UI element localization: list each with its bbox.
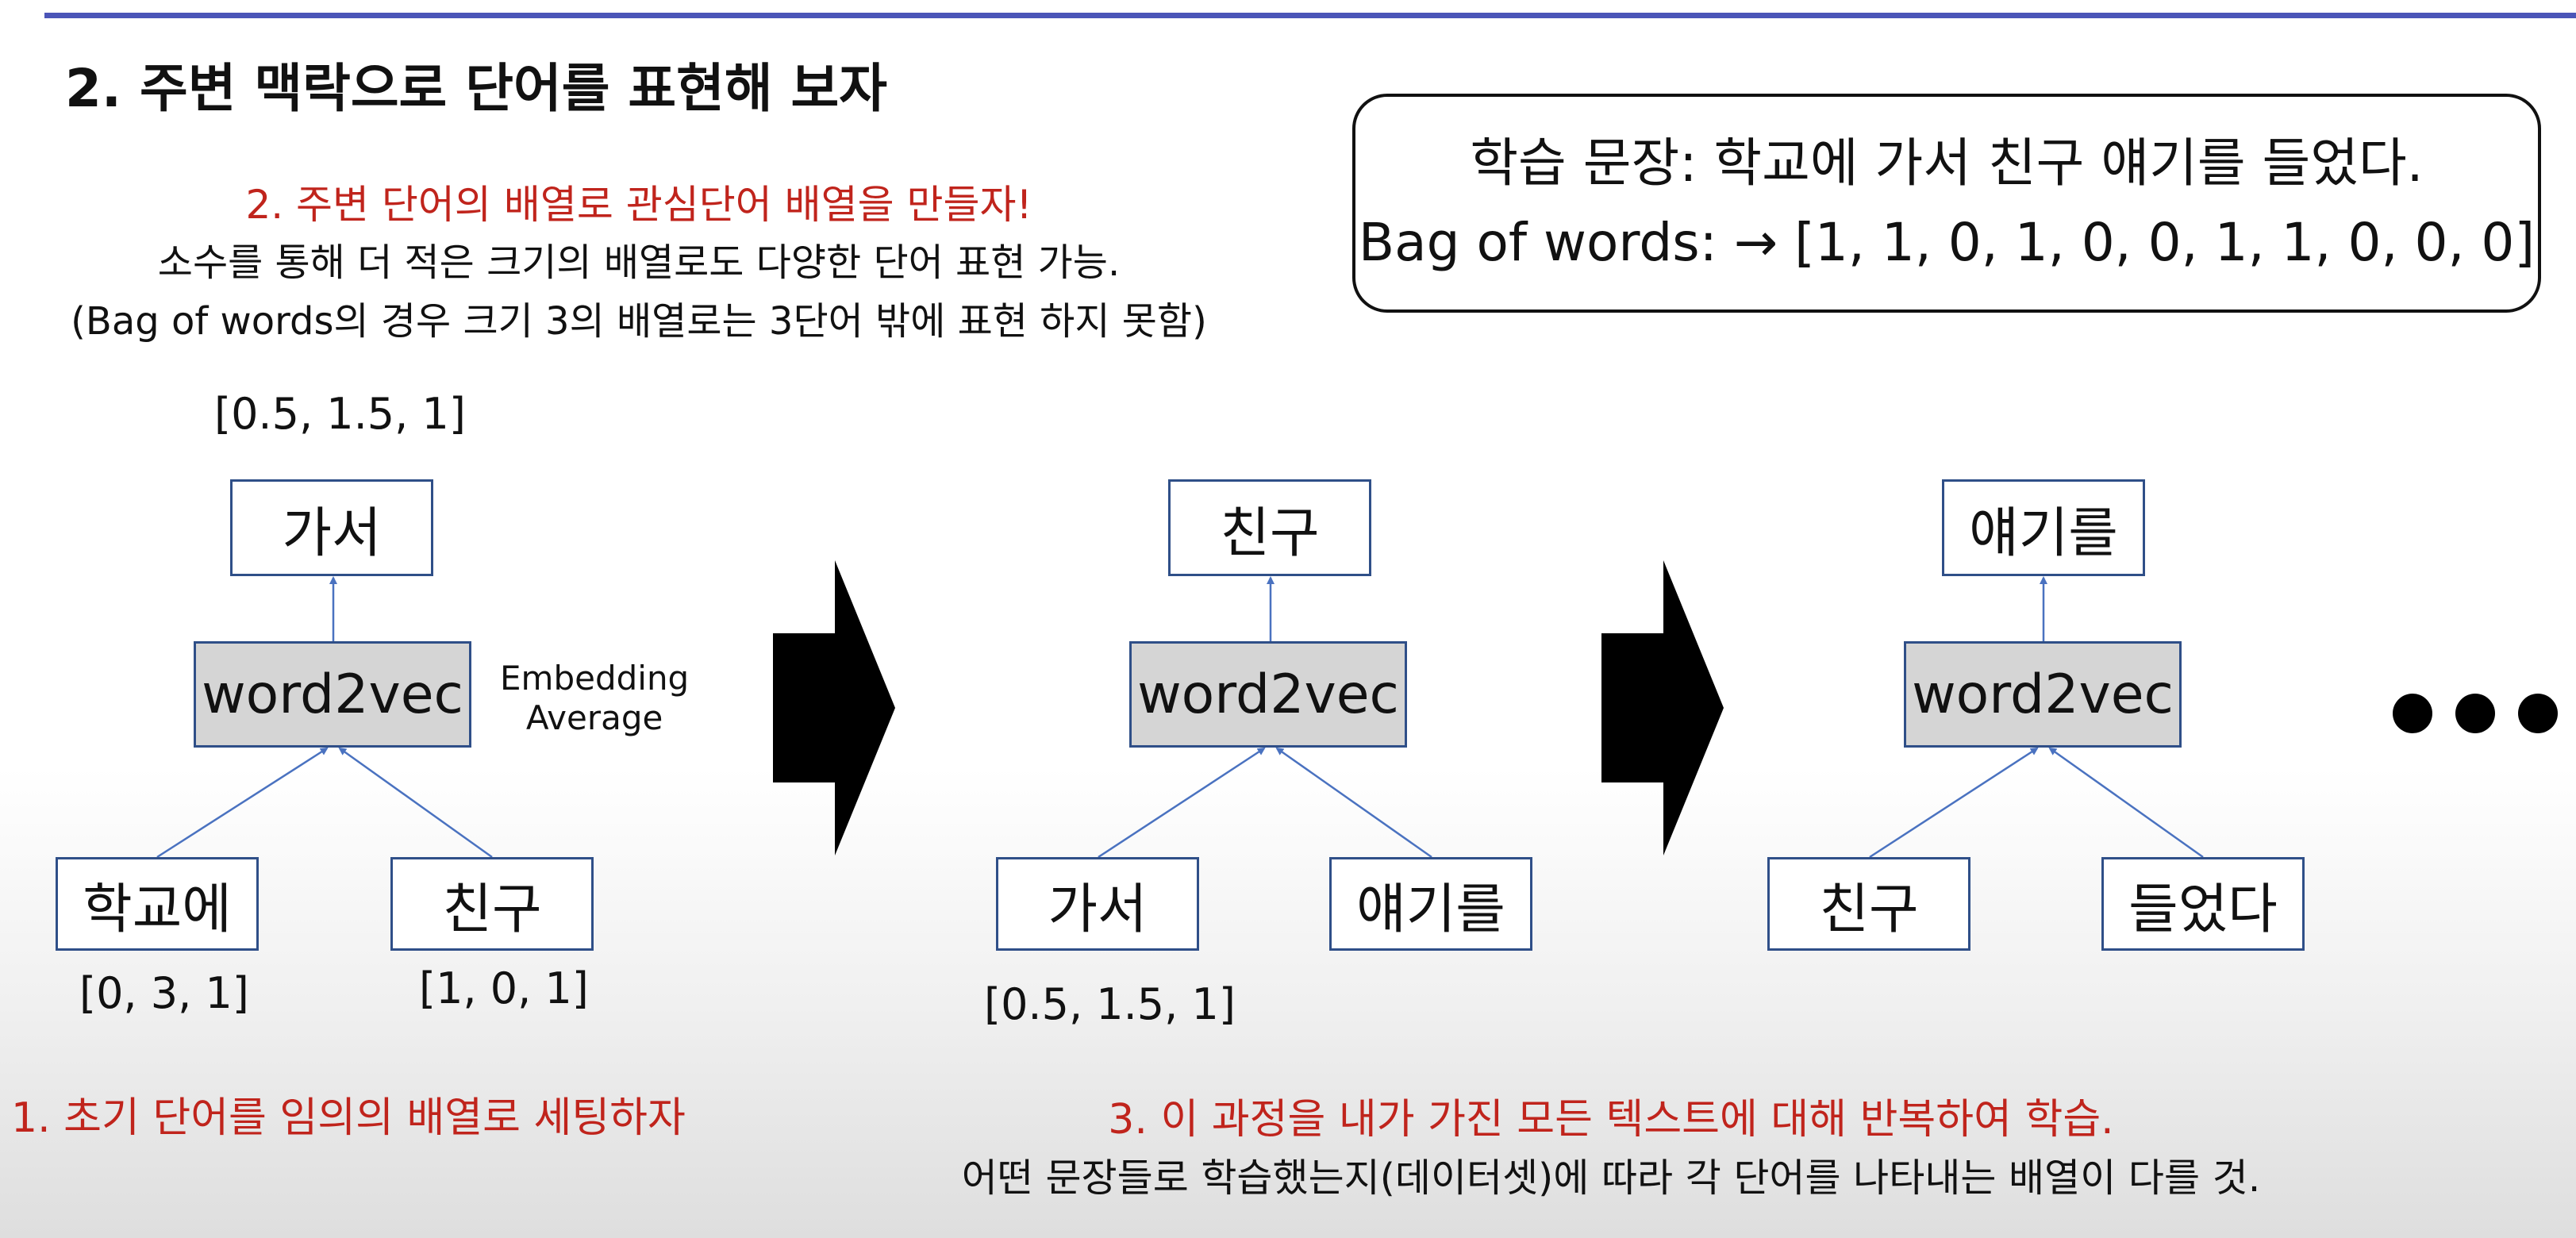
output-word-1: 가서	[230, 479, 433, 576]
note-step-3-line1: 어떤 문장들로 학습했는지(데이터셋)에 따라 각 단어를 나타내는 배열이 다…	[961, 1155, 2261, 1201]
embedding-label: Embedding	[500, 659, 690, 698]
top-accent-line	[44, 13, 2576, 18]
note-step-2-line1: 소수를 통해 더 적은 크기의 배열로도 다양한 단어 표현 가능.	[157, 240, 1121, 285]
input-word-right-2: 얘기를	[1329, 857, 1532, 951]
input-vector-left-2: [0.5, 1.5, 1]	[984, 979, 1236, 1029]
input-word-right-3: 들었다	[2101, 857, 2305, 951]
arrow-left-input-to-model-3	[1869, 747, 2039, 859]
note-step-2: 2. 주변 단어의 배열로 관심단어 배열을 만들자! 소수를 통해 더 적은 …	[0, 176, 1278, 351]
note-step-1: 1. 초기 단어를 임의의 배열로 세팅하자	[11, 1094, 686, 1142]
input-vector-right-1: [1, 0, 1]	[419, 963, 589, 1013]
average-label: Average	[525, 698, 663, 737]
arrow-right-input-to-model-3	[2048, 747, 2204, 859]
training-sentence-box: 학습 문장: 학교에 가서 친구 얘기를 들었다. Bag of words: …	[1352, 94, 2541, 313]
word2vec-box-1: word2vec	[194, 641, 471, 748]
input-word-right-1: 친구	[390, 857, 594, 951]
ellipsis-dot-2	[2455, 694, 2495, 733]
bag-of-words-vector: Bag of words: → [1, 1, 0, 1, 0, 0, 1, 1,…	[1358, 212, 2536, 273]
embedding-average-label: Embedding Average	[500, 659, 689, 738]
note-step-2-line2: (Bag of words의 경우 크기 3의 배열로는 3단어 밖에 표현 하…	[71, 299, 1207, 344]
slide-title: 2. 주변 맥락으로 단어를 표현해 보자	[65, 58, 887, 119]
note-step-3-heading: 3. 이 과정을 내가 가진 모든 텍스트에 대해 반복하여 학습.	[1108, 1096, 2114, 1144]
arrow-left-input-to-model-2	[1098, 747, 1266, 859]
output-word-2: 친구	[1168, 479, 1371, 576]
word2vec-box-2: word2vec	[1129, 641, 1407, 748]
word2vec-box-3: word2vec	[1904, 641, 2182, 748]
note-step-2-heading: 2. 주변 단어의 배열로 관심단어 배열을 만들자!	[245, 182, 1032, 228]
output-vector-1: [0.5, 1.5, 1]	[214, 389, 466, 439]
arrow-right-input-to-model-2	[1275, 747, 1432, 859]
step-arrow-2	[1601, 560, 1724, 855]
training-sentence: 학습 문장: 학교에 가서 친구 얘기를 들었다.	[1470, 133, 2424, 194]
arrow-left-input-to-model-1	[156, 747, 329, 859]
input-word-left-1: 학교에	[56, 857, 259, 951]
ellipsis-dot-3	[2518, 694, 2558, 733]
step-arrow-1	[773, 560, 895, 855]
output-word-3: 얘기를	[1942, 479, 2145, 576]
arrow-right-input-to-model-1	[338, 747, 493, 859]
note-step-3: 3. 이 과정을 내가 가진 모든 텍스트에 대해 반복하여 학습. 어떤 문장…	[936, 1090, 2286, 1208]
ellipsis-dot-1	[2393, 694, 2432, 733]
input-vector-left-1: [0, 3, 1]	[79, 968, 249, 1018]
input-word-left-2: 가서	[996, 857, 1199, 951]
input-word-left-3: 친구	[1767, 857, 1970, 951]
